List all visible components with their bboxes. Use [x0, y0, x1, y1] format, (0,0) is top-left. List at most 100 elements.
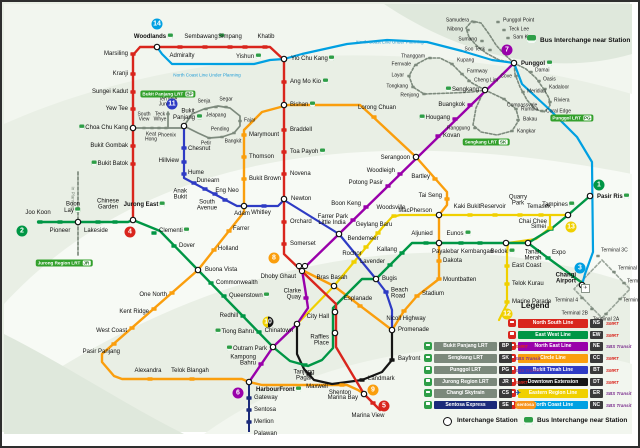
station-marker — [240, 314, 246, 318]
train-icon — [508, 377, 516, 386]
station-label: Bedok — [490, 248, 515, 256]
interchange-marker — [331, 329, 339, 337]
station-label: Rumbia — [521, 106, 539, 113]
bus-icon — [75, 207, 81, 213]
legend-line-name: Bukit Timah Line — [518, 365, 588, 375]
station-label: Senja — [197, 98, 211, 105]
station-label: Bayfront — [398, 355, 421, 362]
station-label: Tiong Bahru — [214, 328, 254, 336]
legend-operator-logo: SBS Transit — [606, 391, 632, 397]
station-label: Layar — [391, 72, 404, 79]
station-label: Jelapang — [205, 112, 227, 119]
station-marker — [537, 79, 541, 83]
legend-line-name: Changi Skytrain — [434, 389, 497, 398]
station-label: Ang Mo Kio — [290, 78, 329, 86]
station-label: Farmway — [467, 68, 488, 75]
bus-icon — [264, 292, 270, 298]
station-marker — [375, 231, 381, 235]
station-marker — [177, 45, 183, 49]
station-label: Boon Lay — [64, 201, 81, 215]
line-er — [295, 213, 570, 326]
station-label: Sumang — [458, 36, 477, 43]
phase-badge: 9 — [367, 384, 379, 396]
station-label: Sembawang — [184, 33, 225, 41]
bus-icon — [509, 248, 515, 254]
line-bt — [182, 124, 394, 332]
station-label: Kranji — [112, 70, 128, 77]
station-label: Marymount — [249, 131, 280, 138]
interchange-marker — [586, 192, 594, 200]
legend-line-code: NE — [590, 342, 603, 351]
station-label: Bukit Panjang — [173, 108, 203, 121]
station-label: Telok Blangah — [171, 367, 209, 374]
station-marker — [414, 63, 418, 67]
line-ns — [131, 45, 382, 412]
interchange-marker — [481, 86, 489, 94]
station-label: Segar — [219, 96, 233, 103]
station-label: Farrer Park — [317, 213, 348, 220]
station-marker — [604, 312, 608, 316]
station-marker — [612, 270, 616, 274]
station-label: Geylang Baru — [355, 221, 393, 228]
legend-operator-logo: SMRT — [606, 332, 619, 338]
station-label: Simpang — [218, 33, 242, 40]
station-label: Bartley — [411, 173, 430, 180]
station-label: Tampines — [542, 201, 576, 209]
interchange-marker — [360, 390, 368, 398]
legend-operator-logo: SMRT — [606, 356, 619, 362]
station-marker — [339, 383, 345, 387]
station-label: Raffles Place — [310, 334, 329, 347]
station-label: Tanjong Pagar — [293, 369, 315, 382]
station-label: Soo Teck — [464, 46, 485, 53]
station-label: Redhill — [219, 312, 238, 319]
station-marker — [242, 45, 248, 49]
station-label: Toa Payoh — [290, 148, 326, 156]
train-icon — [508, 389, 516, 398]
station-marker — [435, 134, 441, 138]
airport-icon: ✈ — [581, 284, 590, 293]
station-marker — [391, 214, 397, 218]
station-label: Sentosa — [254, 406, 277, 413]
station-label: Yew Tee — [105, 105, 128, 112]
station-label: Samudera — [445, 17, 469, 24]
legend-line-code: NC — [590, 400, 603, 410]
station-label: Bakau — [523, 116, 538, 123]
station-label: Adam — [234, 210, 250, 217]
station-label: Damai — [535, 67, 550, 74]
station-marker — [450, 62, 454, 66]
interchange-marker — [524, 239, 532, 247]
station-marker — [506, 36, 510, 40]
station-label: Dover — [179, 242, 196, 249]
station-label: Palawan — [254, 430, 278, 437]
station-label: Pending — [210, 126, 230, 133]
legend-operator-logo: sentosa — [515, 401, 537, 410]
station-marker — [460, 72, 464, 76]
station-label: Hillview — [158, 157, 179, 164]
station-label: Expo — [552, 249, 566, 256]
station-label: Lakeside — [83, 227, 109, 234]
train-icon — [424, 342, 432, 351]
station-marker — [488, 48, 492, 52]
station-marker — [538, 213, 544, 217]
station-label: Tanah Merah — [524, 249, 542, 262]
station-marker — [467, 213, 473, 217]
station-marker — [189, 377, 195, 381]
station-label: Terminal 4 — [554, 297, 578, 304]
station-marker — [202, 187, 208, 191]
interchange-marker — [502, 239, 510, 247]
station-label: HarbourFront — [256, 386, 303, 394]
station-marker — [467, 103, 473, 107]
station-label: Ranggung — [446, 125, 470, 132]
interchange-marker — [180, 122, 188, 130]
bus-icon — [159, 201, 165, 207]
legend-line-code: DT — [590, 377, 603, 386]
station-label: Aljunied — [411, 230, 433, 237]
station-label: Clarke Quay — [283, 288, 301, 301]
station-marker — [473, 126, 477, 130]
station-label: Little India — [318, 219, 346, 226]
station-marker — [221, 294, 227, 298]
station-label: Marina View — [351, 412, 385, 419]
